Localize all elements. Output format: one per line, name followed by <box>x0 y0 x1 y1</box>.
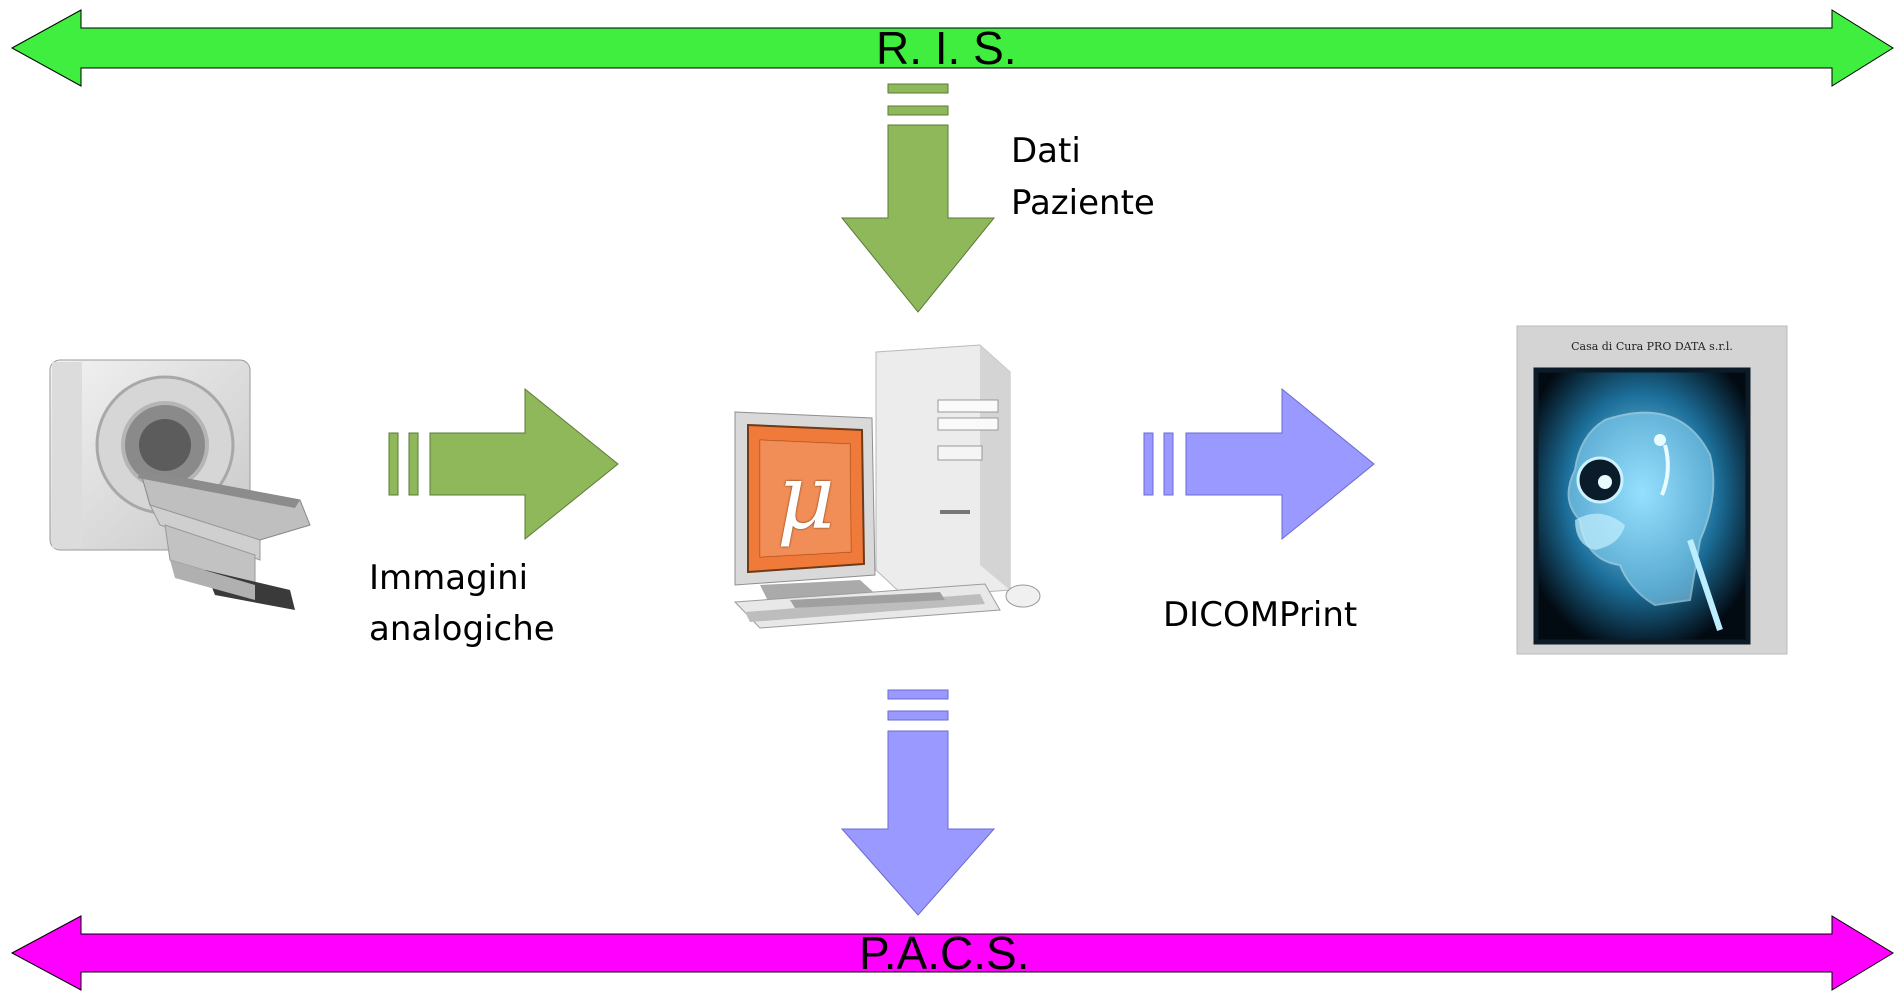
workstation-icon <box>733 344 1041 629</box>
immagini-analogiche-label-line2: analogiche <box>369 609 555 649</box>
dati-paziente-label-line2: Paziente <box>1011 183 1155 223</box>
ris-to-workstation-arrow <box>840 83 996 313</box>
mu-logo-icon: μ <box>776 445 836 550</box>
film-header: Casa di Cura PRO DATA s.r.l. <box>1571 340 1733 353</box>
pacs-bus-arrow <box>10 915 1894 991</box>
xray-film-icon <box>1516 325 1788 655</box>
immagini-analogiche-label-line1: Immagini <box>369 558 529 598</box>
dati-paziente-label-line1: Dati <box>1011 131 1081 171</box>
pacs-label: P.A.C.S. <box>859 927 1030 979</box>
ris-label: R. I. S. <box>876 22 1017 74</box>
scanner-to-workstation-arrow <box>388 387 619 541</box>
ris-bus-arrow <box>10 9 1894 87</box>
workstation-to-pacs-arrow <box>840 689 996 916</box>
ct-scanner-icon <box>49 359 311 610</box>
workstation-to-printer-arrow <box>1143 387 1375 541</box>
dicomprint-label: DICOMPrint <box>1163 595 1358 635</box>
